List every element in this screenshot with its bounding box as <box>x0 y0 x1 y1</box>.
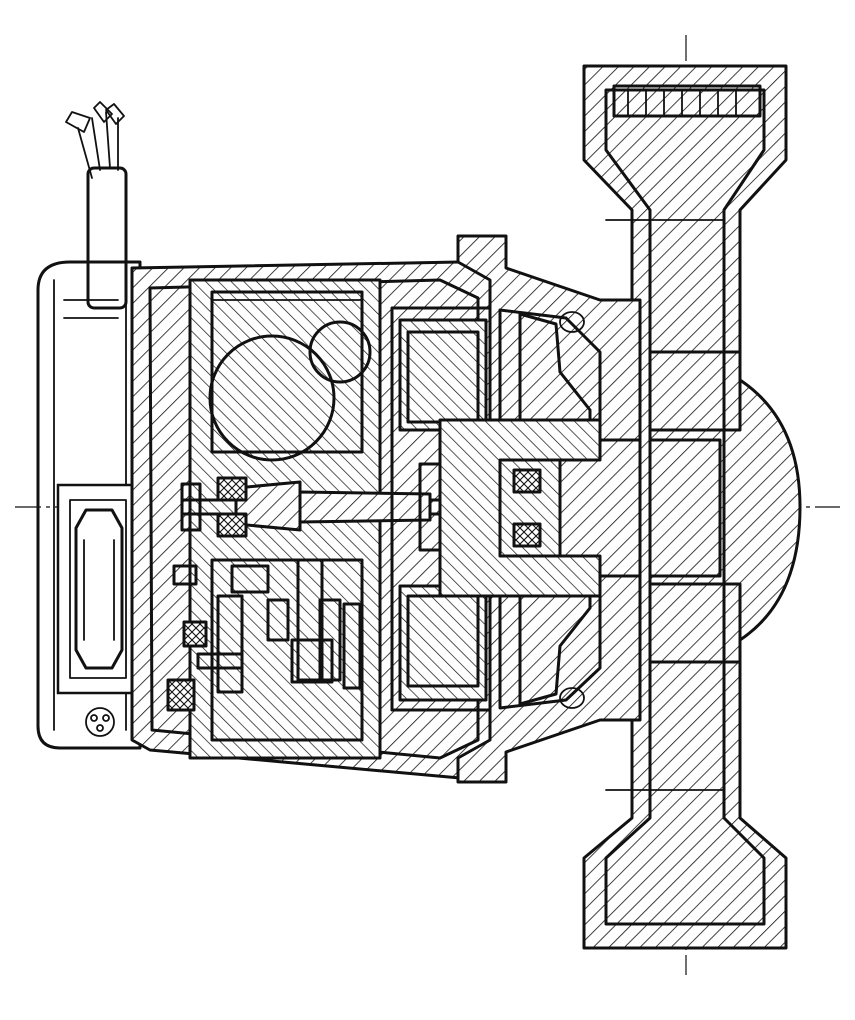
cable-gland <box>85 707 115 737</box>
winding-small <box>308 320 372 384</box>
pipe-body <box>582 64 802 950</box>
gear-train <box>166 558 362 712</box>
winding-large <box>208 334 336 462</box>
power-cable <box>65 101 128 310</box>
terminal-box <box>36 260 142 750</box>
pump-head <box>438 234 642 784</box>
